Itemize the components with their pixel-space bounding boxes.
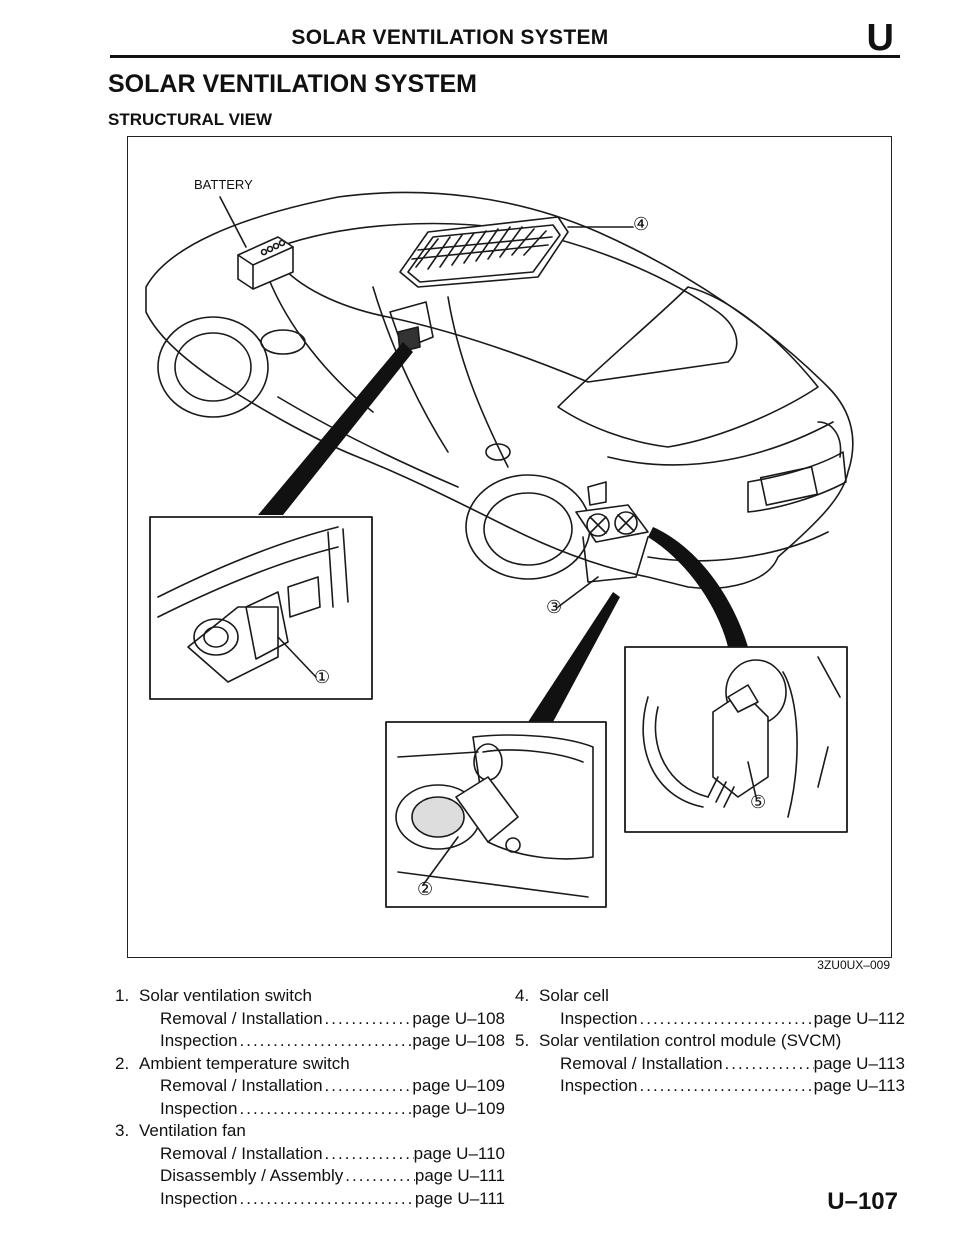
- battery-icon: [237, 236, 294, 290]
- inset-switch: [149, 516, 373, 700]
- page-reference-link[interactable]: page U–109: [412, 1098, 505, 1118]
- legend-item-label: Ventilation fan: [139, 1121, 246, 1140]
- section-subtitle: STRUCTURAL VIEW: [108, 110, 273, 129]
- legend-item-title: 1. Solar ventilation switch: [115, 985, 505, 1008]
- callout-2: ②: [417, 879, 434, 899]
- running-title: SOLAR VENTILATION SYSTEM: [291, 26, 609, 49]
- legend-item-label: Solar cell: [539, 986, 609, 1005]
- legend-item-label: Solar ventilation control module (SVCM): [539, 1031, 842, 1050]
- legend-entry: Removal / Installation page U–113: [515, 1053, 905, 1076]
- callout-4: ④: [633, 214, 650, 234]
- dot-leader: [238, 1188, 415, 1211]
- inset-svcm: [624, 646, 848, 833]
- inset-ambient-switch: [385, 721, 607, 908]
- dot-leader: [638, 1075, 814, 1098]
- legend-entry-label: Removal / Installation: [160, 1008, 323, 1028]
- legend-entry-label: Removal / Installation: [160, 1143, 323, 1163]
- battery-label: BATTERY: [194, 177, 253, 192]
- dot-leader: [323, 1008, 413, 1031]
- legend-entry: Removal / Installation page U–109: [115, 1075, 505, 1098]
- legend-entry: Removal / Installation page U–108: [115, 1008, 505, 1031]
- legend-entry: Inspection page U–109: [115, 1098, 505, 1121]
- header-rule: [110, 55, 900, 58]
- dot-leader: [323, 1143, 414, 1166]
- legend-entry-label: Inspection: [160, 1031, 238, 1050]
- legend-entry-label: Inspection: [160, 1098, 238, 1118]
- page-reference-link[interactable]: page U–109: [412, 1076, 505, 1095]
- legend-entry-label: Removal / Installation: [160, 1076, 323, 1095]
- legend-item-number: 3.: [115, 1121, 130, 1140]
- dot-leader: [323, 1075, 413, 1098]
- legend-item-number: 1.: [115, 986, 130, 1005]
- legend-entry: Inspection page U–111: [115, 1188, 505, 1211]
- figure-code: 3ZU0UX–009: [817, 958, 890, 972]
- legend-item-title: 4. Solar cell: [515, 985, 905, 1008]
- rear-window: [557, 286, 819, 448]
- page-reference-link[interactable]: page U–113: [813, 1076, 905, 1095]
- legend-entry: Inspection page U–108: [115, 1030, 505, 1053]
- legend-entry: Inspection page U–113: [515, 1075, 905, 1098]
- page-reference-link[interactable]: page U–108: [412, 1008, 505, 1028]
- legend-entry-label: Removal / Installation: [560, 1053, 723, 1073]
- page-reference-link[interactable]: page U–113: [813, 1053, 905, 1073]
- legend-item-number: 4.: [515, 986, 530, 1005]
- dot-leader: [238, 1098, 413, 1121]
- running-header: SOLAR VENTILATION SYSTEM U: [110, 17, 900, 59]
- legend-item-title: 5. Solar ventilation control module (SVCM…: [515, 1030, 905, 1053]
- pointer-ambient: [528, 592, 620, 722]
- page-reference-link[interactable]: page U–110: [413, 1143, 505, 1163]
- legend-item-title: 2. Ambient temperature switch: [115, 1053, 505, 1076]
- legend-item-number: 2.: [115, 1053, 130, 1073]
- page-title: SOLAR VENTILATION SYSTEM: [108, 70, 477, 98]
- section-letter: U: [866, 17, 894, 59]
- pointer-svcm: [648, 527, 748, 647]
- car-illustration: [145, 191, 854, 908]
- callout-3: ③: [546, 597, 563, 617]
- front-wheel: [157, 316, 269, 418]
- structural-view-figure: BATTERY ① ② ③ ④ ⑤: [127, 136, 892, 958]
- legend-entry-label: Inspection: [560, 1008, 638, 1028]
- page-reference-link[interactable]: page U–112: [813, 1008, 905, 1028]
- solar-cell-panel: [399, 216, 569, 288]
- legend-item-label: Solar ventilation switch: [139, 986, 312, 1005]
- page-number: U–107: [827, 1188, 898, 1215]
- dot-leader: [638, 1008, 814, 1031]
- page-reference-link[interactable]: page U–111: [414, 1188, 505, 1208]
- page-reference-link[interactable]: page U–111: [414, 1166, 505, 1185]
- legend-item-number: 5.: [515, 1031, 530, 1050]
- legend-entry-label: Inspection: [560, 1076, 638, 1095]
- legend-item-title: 3. Ventilation fan: [115, 1120, 505, 1143]
- ventilation-fan: [575, 481, 649, 583]
- legend-entry-label: Disassembly / Assembly: [160, 1166, 344, 1185]
- dot-leader: [343, 1165, 415, 1188]
- legend-entry: Disassembly / Assembly page U–111: [115, 1165, 505, 1188]
- legend-entry: Inspection page U–112: [515, 1008, 905, 1031]
- page-reference-link[interactable]: page U–108: [412, 1031, 505, 1050]
- car-roof: [277, 222, 738, 383]
- dot-leader: [723, 1053, 814, 1076]
- dot-leader: [238, 1030, 413, 1053]
- callout-5: ⑤: [750, 792, 767, 812]
- callout-1: ①: [314, 667, 331, 687]
- legend-item-label: Ambient temperature switch: [139, 1053, 350, 1073]
- legend-entry: Removal / Installation page U–110: [115, 1143, 505, 1166]
- pointer-switch: [258, 342, 413, 515]
- legend-entry-label: Inspection: [160, 1188, 238, 1208]
